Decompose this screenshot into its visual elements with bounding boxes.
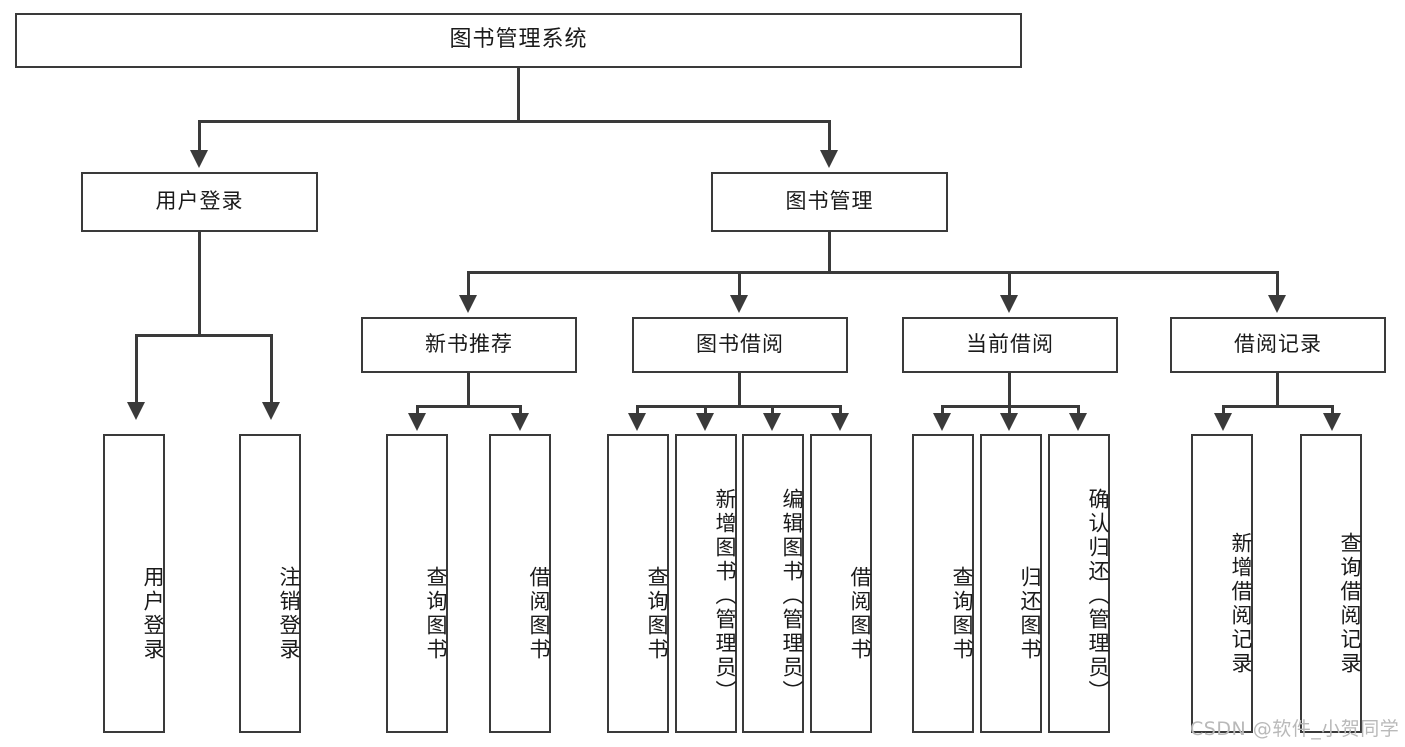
edge-user-login-stem	[198, 232, 201, 336]
edge-new-book-to-leaf-1	[416, 405, 419, 417]
edge-current-borrow-to-leaf-1	[941, 405, 944, 417]
edge-borrow-record-bus	[1222, 405, 1334, 408]
edge-root-to-book-manage	[828, 120, 831, 154]
edge-new-book-bus	[416, 405, 522, 408]
arrow-user-login-to-leaf-2	[262, 402, 280, 420]
leaf-user-login[interactable]: 用户登录	[103, 434, 165, 733]
leaf-query-book-borrow[interactable]: 查询图书	[607, 434, 669, 733]
leaf-add-borrow-record[interactable]: 新增借阅记录	[1191, 434, 1253, 733]
leaf-borrow-book-recommend[interactable]: 借阅图书	[489, 434, 551, 733]
edge-book-manage-to-l3-1	[467, 271, 470, 299]
node-root-system[interactable]: 图书管理系统	[15, 13, 1022, 68]
node-new-book-recommend[interactable]: 新书推荐	[361, 317, 577, 373]
node-book-manage[interactable]: 图书管理	[711, 172, 948, 232]
edge-current-borrow-to-leaf-2	[1008, 405, 1011, 417]
leaf-return-book[interactable]: 归还图书	[980, 434, 1042, 733]
leaf-query-book-current[interactable]: 查询图书	[912, 434, 974, 733]
edge-book-manage-to-l3-2	[738, 271, 741, 299]
arrow-book-manage-to-l3-4	[1268, 295, 1286, 313]
edge-user-login-to-leaf-1	[135, 334, 138, 406]
edge-book-borrow-stem	[738, 373, 741, 408]
edge-borrow-record-to-leaf-1	[1222, 405, 1225, 417]
edge-book-borrow-to-leaf-1	[636, 405, 639, 417]
arrow-borrow-record-to-leaf-2	[1323, 413, 1341, 431]
edge-book-manage-to-l3-4	[1276, 271, 1279, 299]
edge-new-book-to-leaf-2	[519, 405, 522, 417]
arrow-root-to-book-manage	[820, 150, 838, 168]
arrow-book-manage-to-l3-2	[730, 295, 748, 313]
edge-root-bus	[198, 120, 831, 123]
edge-book-borrow-bus	[636, 405, 842, 408]
arrow-user-login-to-leaf-1	[127, 402, 145, 420]
leaf-logout-login[interactable]: 注销登录	[239, 434, 301, 733]
edge-user-login-to-leaf-2	[270, 334, 273, 406]
edge-book-borrow-to-leaf-2	[704, 405, 707, 417]
leaf-query-book-recommend[interactable]: 查询图书	[386, 434, 448, 733]
leaf-add-book-admin[interactable]: 新增图书（管理员）	[675, 434, 737, 733]
edge-book-manage-stem	[828, 232, 831, 274]
arrow-root-to-user-login	[190, 150, 208, 168]
arrow-book-manage-to-l3-1	[459, 295, 477, 313]
edge-current-borrow-to-leaf-3	[1077, 405, 1080, 417]
node-book-borrow[interactable]: 图书借阅	[632, 317, 848, 373]
edge-book-borrow-to-leaf-4	[839, 405, 842, 417]
edge-book-borrow-to-leaf-3	[771, 405, 774, 417]
node-borrow-record[interactable]: 借阅记录	[1170, 317, 1386, 373]
arrow-book-borrow-to-leaf-2	[696, 413, 714, 431]
arrow-current-borrow-to-leaf-2	[1000, 413, 1018, 431]
arrow-current-borrow-to-leaf-3	[1069, 413, 1087, 431]
edge-book-manage-to-l3-3	[1008, 271, 1011, 299]
edge-current-borrow-stem	[1008, 373, 1011, 408]
arrow-book-borrow-to-leaf-4	[831, 413, 849, 431]
arrow-new-book-to-leaf-1	[408, 413, 426, 431]
arrow-new-book-to-leaf-2	[511, 413, 529, 431]
edge-book-manage-bus	[467, 271, 1279, 274]
leaf-confirm-return-admin[interactable]: 确认归还（管理员）	[1048, 434, 1110, 733]
edge-root-to-user-login	[198, 120, 201, 154]
node-current-borrow[interactable]: 当前借阅	[902, 317, 1118, 373]
leaf-borrow-book-borrow[interactable]: 借阅图书	[810, 434, 872, 733]
edge-user-login-bus	[135, 334, 273, 337]
leaf-edit-book-admin[interactable]: 编辑图书（管理员）	[742, 434, 804, 733]
node-user-login[interactable]: 用户登录	[81, 172, 318, 232]
edge-borrow-record-stem	[1276, 373, 1279, 408]
arrow-borrow-record-to-leaf-1	[1214, 413, 1232, 431]
edge-borrow-record-to-leaf-2	[1331, 405, 1334, 417]
leaf-query-borrow-record[interactable]: 查询借阅记录	[1300, 434, 1362, 733]
edge-root-stem	[517, 68, 520, 120]
edge-new-book-stem	[467, 373, 470, 408]
arrow-current-borrow-to-leaf-1	[933, 413, 951, 431]
arrow-book-manage-to-l3-3	[1000, 295, 1018, 313]
csdn-watermark: CSDN @软件_小贺同学	[1190, 718, 1400, 740]
arrow-book-borrow-to-leaf-1	[628, 413, 646, 431]
arrow-book-borrow-to-leaf-3	[763, 413, 781, 431]
